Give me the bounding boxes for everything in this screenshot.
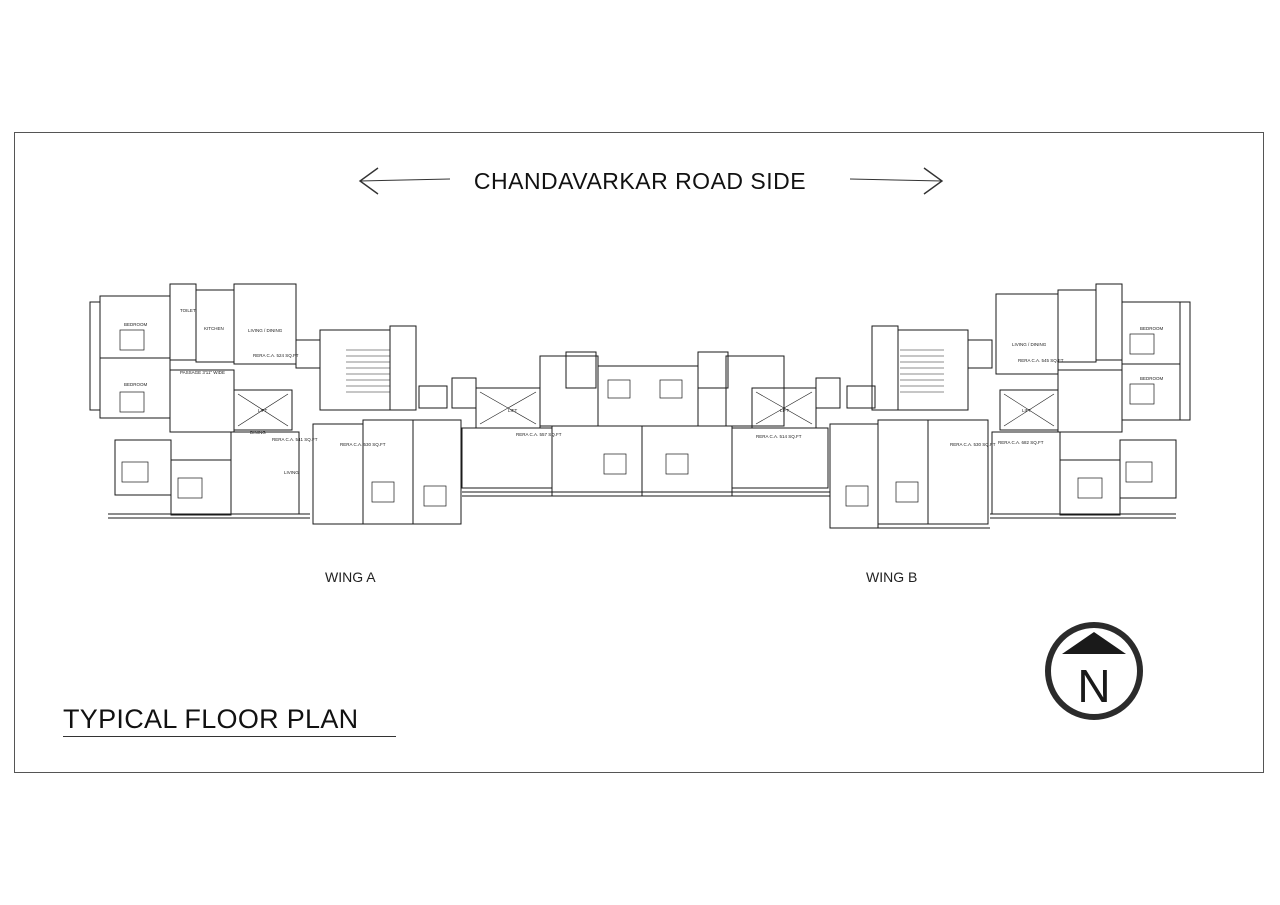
room-label: LIVING / DINING: [1012, 342, 1047, 347]
north-arrow-icon: N: [1045, 622, 1143, 720]
rera-label: RERA C.A. 530 SQ.FT: [340, 442, 386, 447]
right-arrow-icon: [850, 167, 944, 195]
rera-label: RERA C.A. 682 SQ.FT: [998, 440, 1044, 445]
rera-label: RERA C.A. 557 SQ.FT: [516, 432, 562, 437]
drawing-frame: [14, 132, 1264, 773]
rera-label: RERA C.A. 545 SQ.FT: [1018, 358, 1064, 363]
rera-label: RERA C.A. 541 SQ.FT: [272, 437, 318, 442]
page-title: TYPICAL FLOOR PLAN: [63, 704, 359, 734]
wing-a-label: WING A: [325, 569, 376, 585]
north-letter: N: [1077, 660, 1110, 712]
room-label: TOILET: [180, 308, 196, 313]
room-label: LIFT: [508, 408, 518, 413]
room-label: BEDROOM: [1140, 376, 1164, 381]
room-label: LIFT: [1022, 408, 1032, 413]
title-underline: [63, 736, 396, 737]
wing-b-label: WING B: [866, 569, 918, 585]
room-label: LIVING / DINING: [248, 328, 283, 333]
left-arrow-icon: [358, 167, 450, 195]
room-label: KITCHEN: [204, 326, 224, 331]
room-label: BEDROOM: [1140, 326, 1164, 331]
room-label: BEDROOM: [124, 322, 148, 327]
room-label: LIVING: [284, 470, 299, 475]
rera-label: RERA C.A. 514 SQ.FT: [756, 434, 802, 439]
road-side-label: CHANDAVARKAR ROAD SIDE: [473, 168, 807, 194]
room-label: BEDROOM: [124, 382, 148, 387]
room-label: LIFT: [780, 408, 790, 413]
room-label: DINING: [250, 430, 266, 435]
rera-label: RERA C.A. 530 SQ.FT: [950, 442, 996, 447]
room-label: LIFT: [258, 408, 268, 413]
rera-label: RERA C.A. 524 SQ.FT: [253, 353, 299, 358]
room-label: PASSAGE 3'11" WIDE: [180, 370, 225, 375]
